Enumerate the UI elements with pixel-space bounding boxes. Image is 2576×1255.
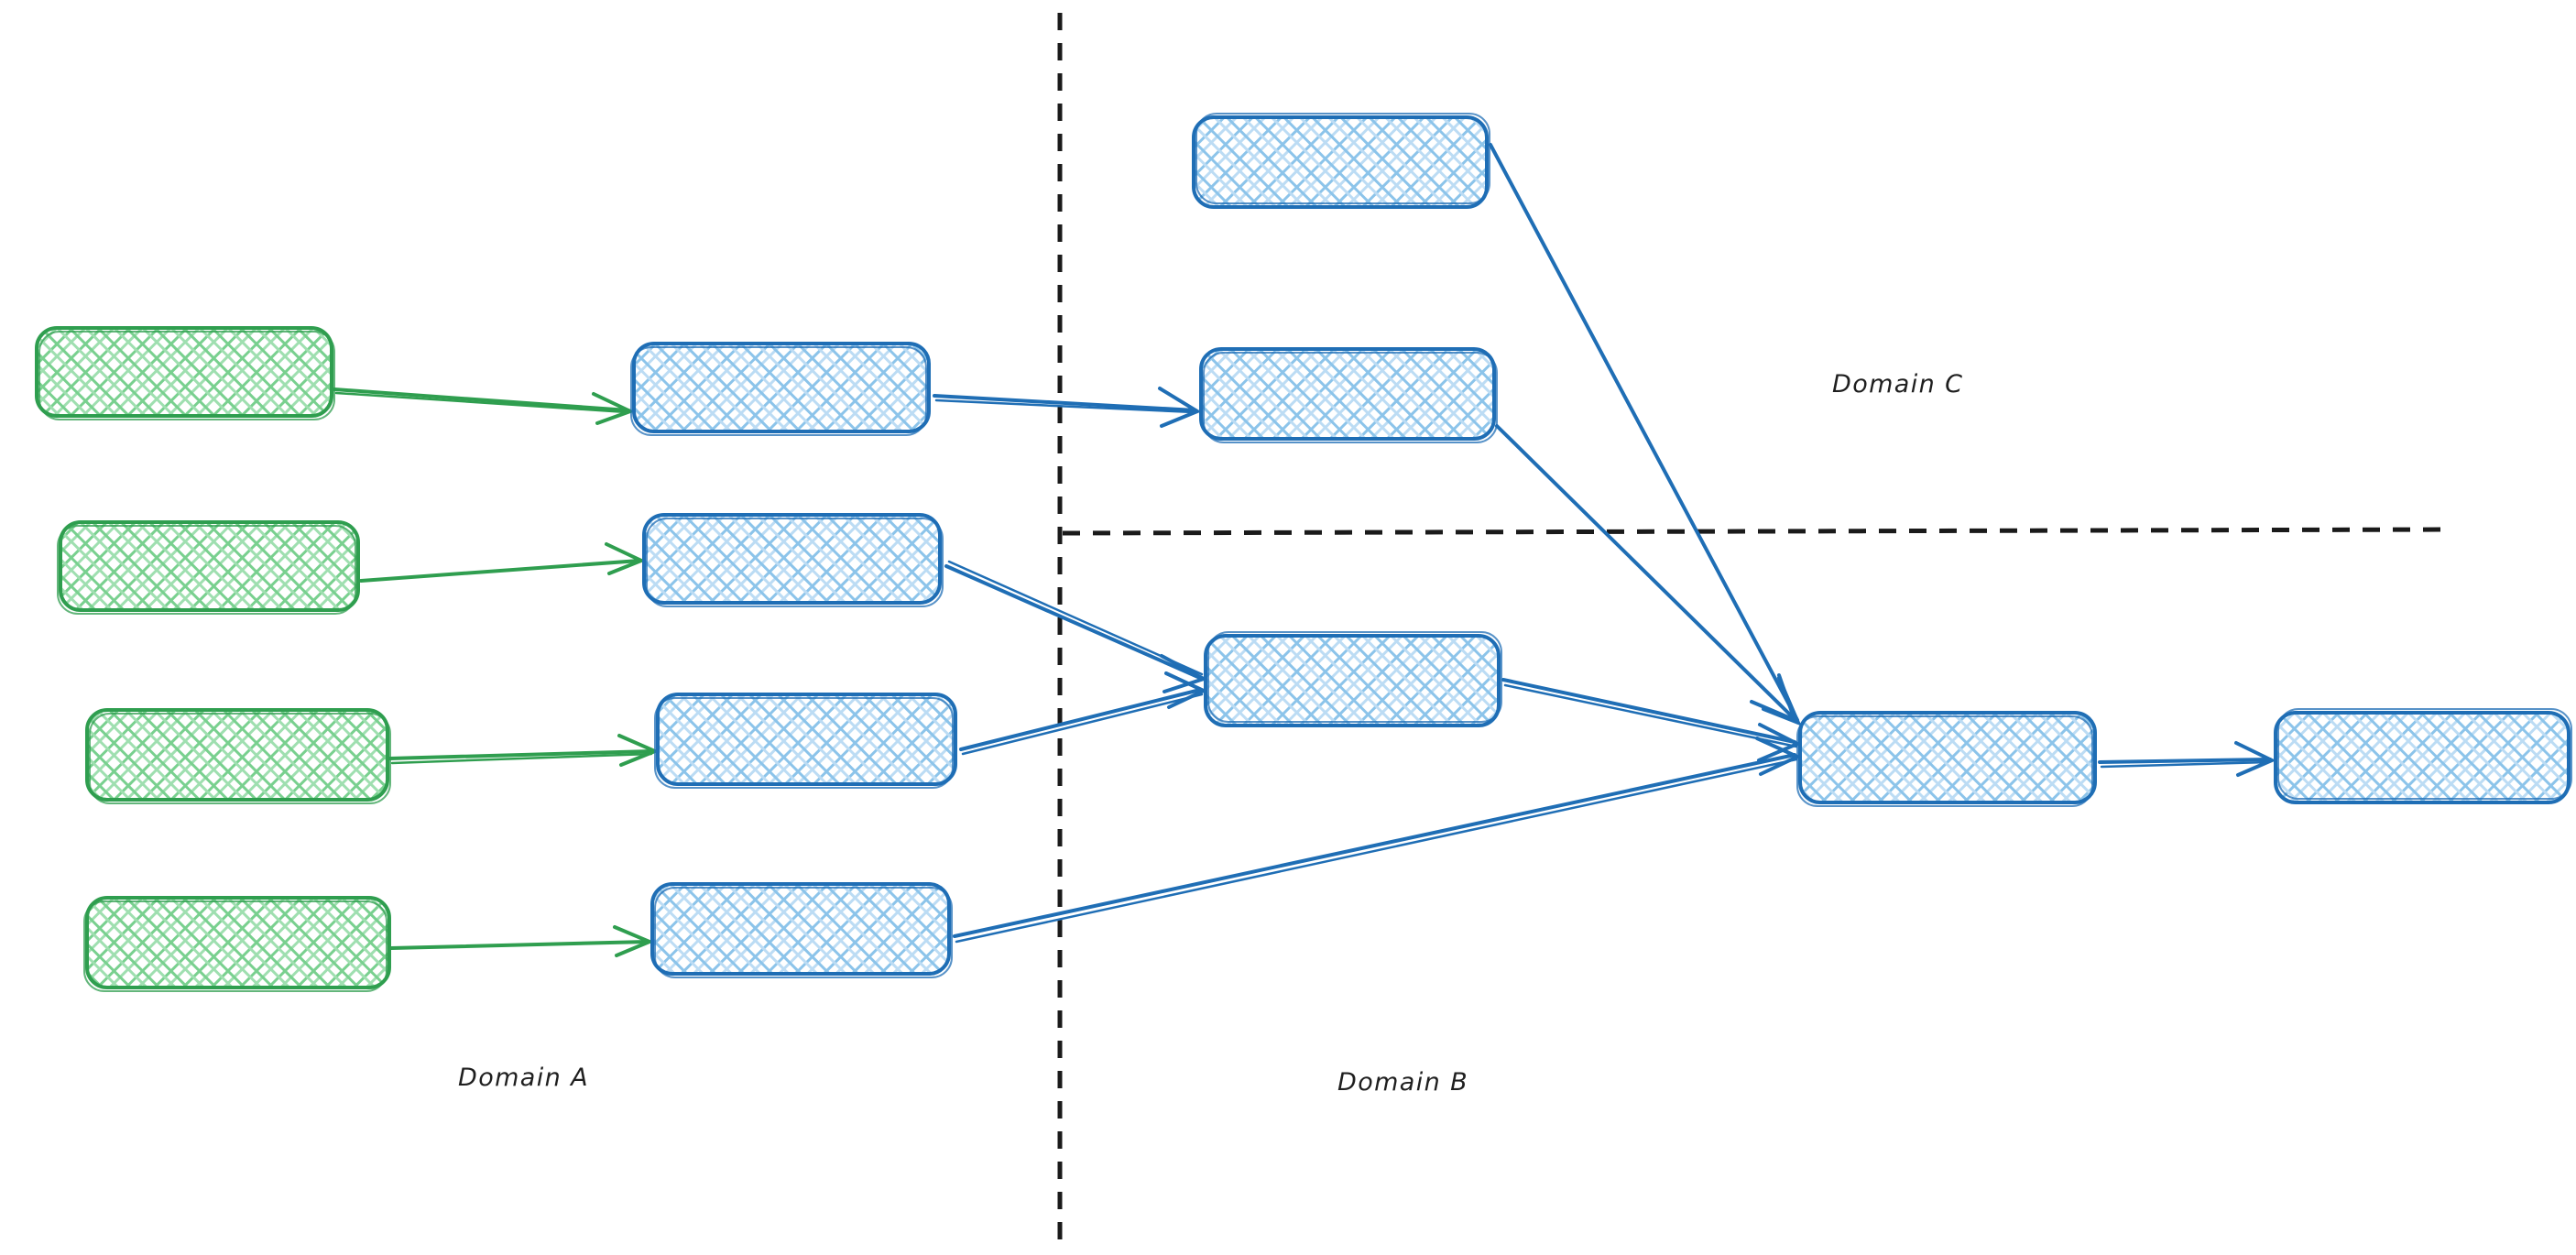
node-d1[interactable] <box>1796 711 2097 807</box>
horizontal-divider <box>1062 527 2452 536</box>
node-c1[interactable] <box>1192 113 1490 209</box>
edge-a2-b2 <box>359 542 646 583</box>
edge-b1-c2 <box>933 387 1202 428</box>
node-b3[interactable] <box>654 693 957 789</box>
edge-a4-b4 <box>389 925 655 957</box>
node-a1[interactable] <box>35 326 335 420</box>
nodes <box>35 113 2572 992</box>
edge-d1-d2 <box>2098 741 2276 777</box>
edges <box>333 143 2276 957</box>
node-b4[interactable] <box>650 882 953 978</box>
edge-c2-d1 <box>1495 424 1798 724</box>
node-b1[interactable] <box>630 342 931 436</box>
edge-a3-b3 <box>387 734 660 767</box>
node-a3[interactable] <box>85 708 391 804</box>
edge-c3-d1 <box>1501 678 1802 762</box>
edge-b3-c3 <box>959 671 1208 756</box>
domain-c-label: Domain C <box>1832 370 1963 398</box>
node-b2[interactable] <box>642 513 944 607</box>
node-c2[interactable] <box>1199 347 1498 443</box>
domain-b-label: Domain B <box>1337 1068 1468 1097</box>
edge-b4-d1 <box>953 737 1802 944</box>
node-d2[interactable] <box>2274 708 2572 804</box>
domain-a-label: Domain A <box>458 1064 589 1092</box>
node-a4[interactable] <box>83 896 391 992</box>
dividers <box>1057 13 2452 1246</box>
edge-c1-d1 <box>1489 143 1802 726</box>
node-a2[interactable] <box>57 520 360 615</box>
domain-labels: Domain A Domain B Domain C <box>458 370 1963 1097</box>
edge-a1-b1 <box>333 387 636 425</box>
node-c3[interactable] <box>1204 631 1502 727</box>
